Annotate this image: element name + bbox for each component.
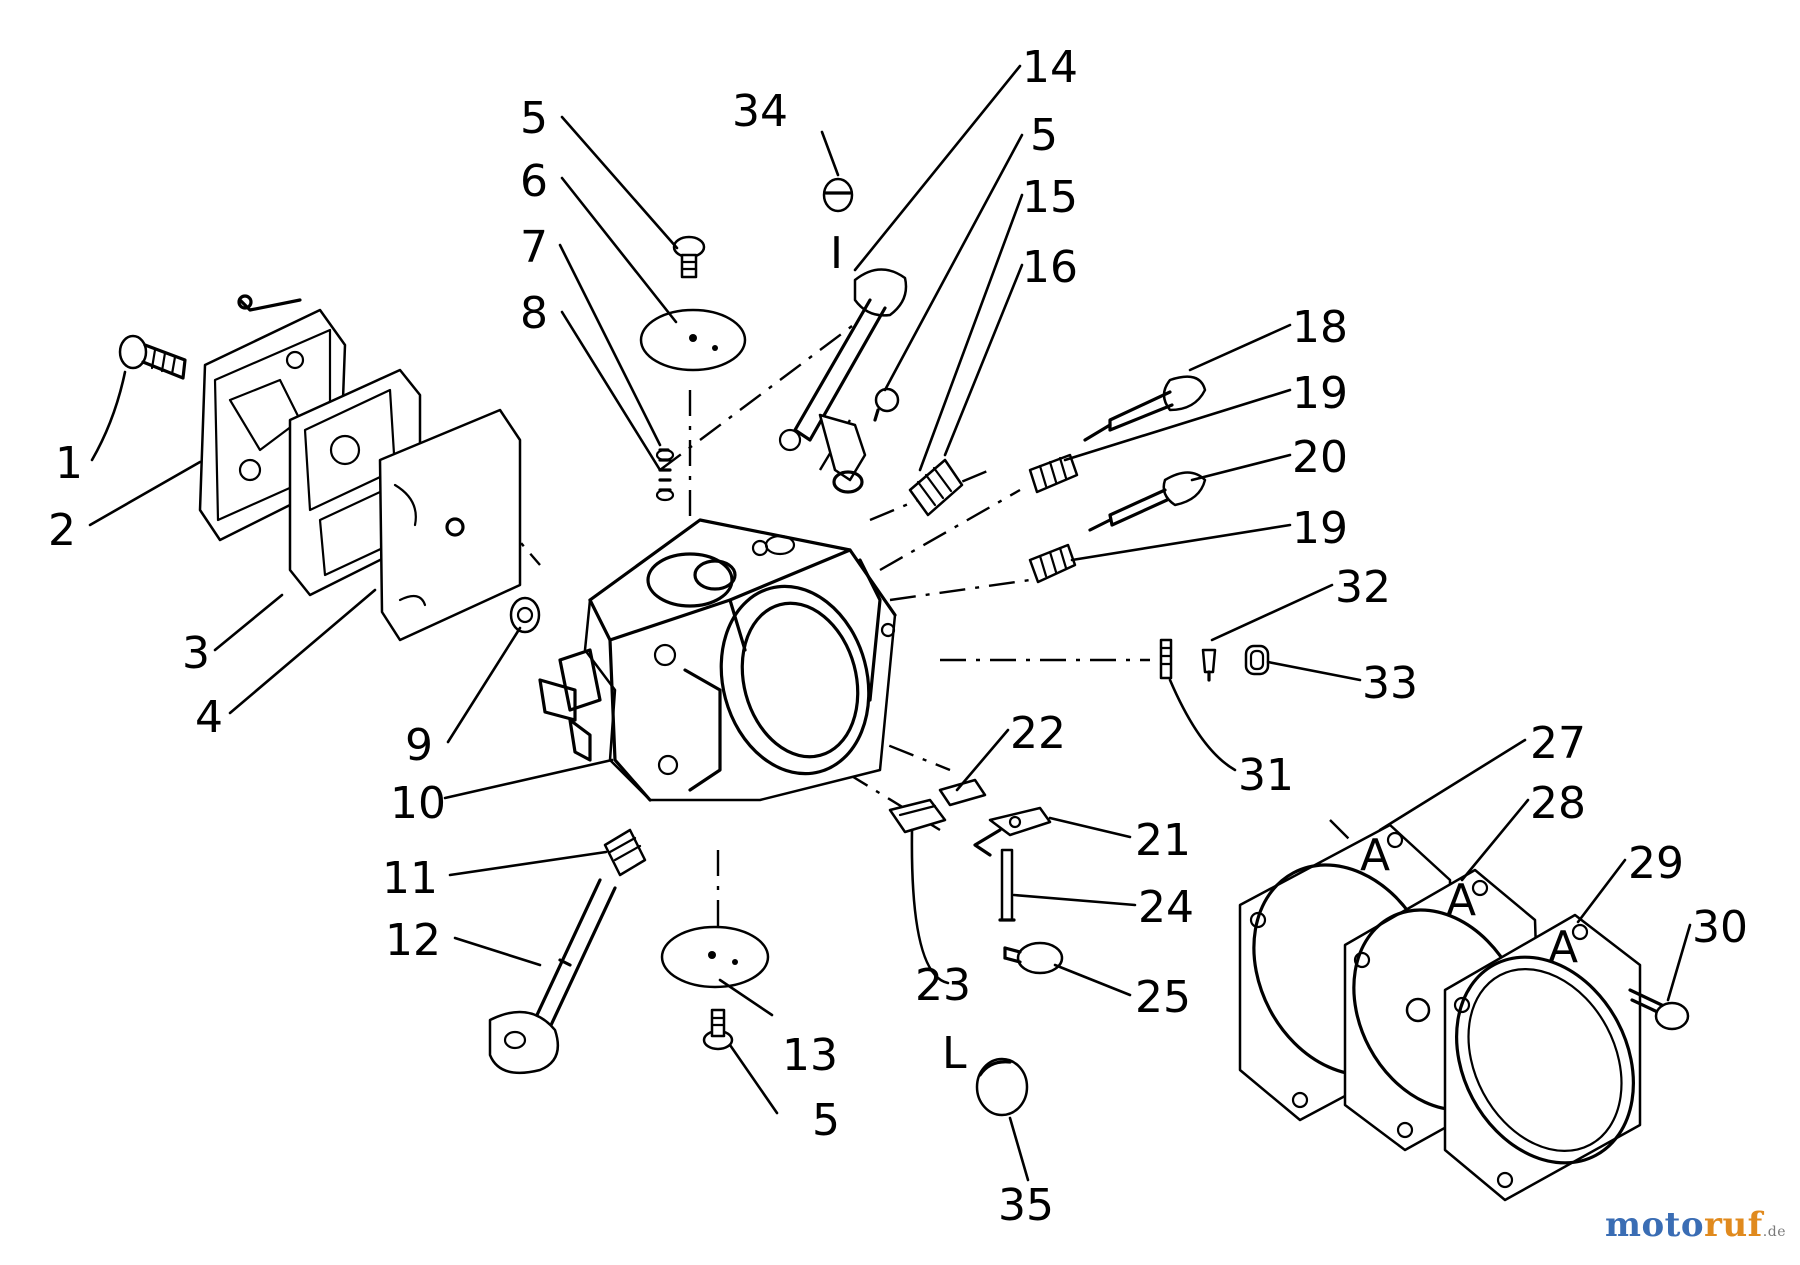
- diaphragm-4: [378, 408, 522, 642]
- screw-25: [1003, 941, 1064, 975]
- screw-30: [1628, 988, 1690, 1031]
- part-label-19a: 19: [1292, 368, 1348, 419]
- part-label-19b: 19: [1292, 503, 1348, 554]
- part-label-34: 34: [732, 86, 788, 137]
- welch-plug-35: [975, 1057, 1029, 1117]
- part-label-9: 9: [405, 720, 433, 771]
- part-label-4: 4: [195, 692, 223, 743]
- part-marks: A A A I L: [830, 228, 1578, 1079]
- watermark-brand-second: ruf: [1704, 1205, 1763, 1245]
- part-label-29: 29: [1628, 838, 1684, 889]
- plug-34: [822, 177, 854, 213]
- fitting-9: [509, 596, 541, 634]
- part-label-24: 24: [1138, 882, 1194, 933]
- part-label-28: 28: [1530, 778, 1586, 829]
- part-label-20: 20: [1292, 432, 1348, 483]
- part-label-16: 16: [1022, 242, 1078, 293]
- part-label-6: 6: [520, 156, 548, 207]
- spring-15: [908, 458, 964, 517]
- choke-shaft-12: [488, 878, 617, 1075]
- site-watermark: motoruf.de: [1605, 1205, 1786, 1245]
- part-label-21: 21: [1135, 815, 1191, 866]
- part-label-5a: 5: [520, 93, 548, 144]
- part-label-7: 7: [520, 222, 548, 273]
- diaphragm-disc-6: [639, 308, 747, 372]
- part-label-32: 32: [1335, 562, 1391, 613]
- part-label-25: 25: [1135, 972, 1191, 1023]
- watermark-brand-first: moto: [1604, 1205, 1705, 1245]
- part-label-23: 23: [915, 960, 971, 1011]
- part-label-18: 18: [1292, 302, 1348, 353]
- pin-24: [998, 848, 1016, 922]
- part-label-27: 27: [1530, 718, 1586, 769]
- part-label-35: 35: [998, 1180, 1054, 1231]
- leader-lines: [88, 64, 1692, 1182]
- part-label-31: 31: [1238, 750, 1294, 801]
- part-label-8: 8: [520, 288, 548, 339]
- gasket-mark-29: A: [1548, 922, 1578, 973]
- part-label-1: 1: [55, 438, 83, 489]
- part-label-13: 13: [782, 1030, 838, 1081]
- gasket-mark-28: A: [1446, 875, 1476, 926]
- part-label-5c: 5: [812, 1095, 840, 1146]
- diaphragm-29: [1443, 913, 1642, 1202]
- part-label-33: 33: [1362, 658, 1418, 709]
- carburetor-body: [538, 518, 897, 802]
- part-label-14: 14: [1022, 42, 1078, 93]
- part-label-11: 11: [382, 853, 438, 904]
- gasket-mark-27: A: [1360, 830, 1390, 881]
- part-label-5b: 5: [1030, 110, 1058, 161]
- part-label-30: 30: [1692, 902, 1748, 953]
- diaphragm-disc-13: [660, 925, 770, 989]
- fitting-11: [603, 828, 647, 877]
- part-label-12: 12: [385, 915, 441, 966]
- part-label-3: 3: [182, 628, 210, 679]
- needle-32: [1201, 648, 1217, 682]
- spring-19-lower: [1028, 543, 1077, 584]
- part-label-2: 2: [48, 505, 76, 556]
- plug-mark-35: L: [942, 1028, 967, 1079]
- part-label-22: 22: [1010, 708, 1066, 759]
- screw-5-bottom: [702, 1008, 734, 1051]
- valve-23: [888, 798, 947, 834]
- needle-18: [1083, 375, 1207, 442]
- pin-31: [1159, 638, 1173, 680]
- part-label-10: 10: [390, 778, 446, 829]
- part-label-15: 15: [1022, 172, 1078, 223]
- plug-mark-34: I: [830, 228, 843, 279]
- plug-33: [1244, 644, 1270, 676]
- spring-8: [655, 448, 675, 502]
- screw-5-top: [672, 235, 706, 279]
- metering-lever-21: [973, 806, 1052, 857]
- screw-5-mid: [873, 387, 900, 422]
- watermark-suffix: .de: [1762, 1224, 1786, 1240]
- spring-19-upper: [1028, 453, 1079, 494]
- screw-1: [118, 334, 187, 380]
- needle-20: [1088, 471, 1207, 532]
- part-labels: 1 2 3 4 5 6 7 8 9 10 11 12 5 13 14 5 15 …: [48, 42, 1748, 1231]
- throttle-shaft-14: [778, 268, 908, 494]
